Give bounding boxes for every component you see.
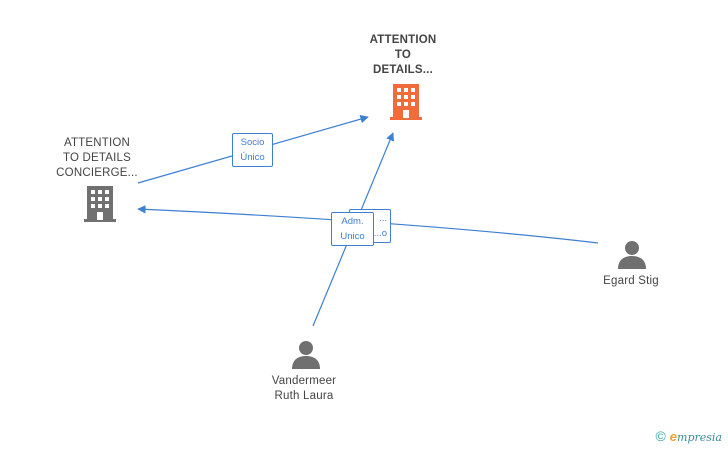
brand-e: e <box>669 428 678 444</box>
concierge-company-label-line-2: TO DETAILS <box>62 152 132 164</box>
egard-label[interactable]: Egard Stig <box>581 274 681 289</box>
copyright-icon: © <box>655 428 666 444</box>
vandermeer-label-line-2: Ruth Laura <box>274 390 334 402</box>
building-icon[interactable] <box>390 84 422 120</box>
building-icon[interactable] <box>84 186 116 222</box>
person-icon[interactable] <box>617 239 647 269</box>
main-company-label-line-3: DETAILS... <box>373 64 433 76</box>
main-company-label-line-2: TO <box>394 49 412 61</box>
edge-label-adm-unico-line-1: Adm. <box>341 216 364 227</box>
brand-rest: mpresia <box>677 430 722 444</box>
person-icon[interactable] <box>291 339 321 369</box>
edge-label-adm-unico-back-line-2: ...o <box>373 228 387 239</box>
main-company-label[interactable]: ATTENTION TO DETAILS... <box>353 33 453 78</box>
edge-egard-to-concierge[interactable] <box>137 205 599 244</box>
edge-label-socio-unico-line-2: Único <box>240 152 265 163</box>
edge-label-adm-unico-line-2: Unico <box>340 231 365 242</box>
concierge-company-label[interactable]: ATTENTION TO DETAILS CONCIERGE... <box>47 136 147 181</box>
edge-label-socio-unico[interactable]: Socio Único <box>232 133 273 167</box>
edge-label-socio-unico-line-1: Socio <box>240 137 265 148</box>
vandermeer-label[interactable]: Vandermeer Ruth Laura <box>254 374 354 404</box>
edge-label-adm-unico-back-line-1: ... <box>379 213 387 224</box>
concierge-company-label-line-3: CONCIERGE... <box>56 167 138 179</box>
edge-label-adm-unico[interactable]: Adm. Unico <box>331 212 374 246</box>
empresia-logo: © empresia <box>655 428 722 444</box>
vandermeer-label-line-1: Vandermeer <box>271 375 337 387</box>
concierge-company-label-line-1: ATTENTION <box>63 137 131 149</box>
main-company-label-line-1: ATTENTION <box>369 34 437 46</box>
egard-label-line-1: Egard Stig <box>603 275 659 287</box>
